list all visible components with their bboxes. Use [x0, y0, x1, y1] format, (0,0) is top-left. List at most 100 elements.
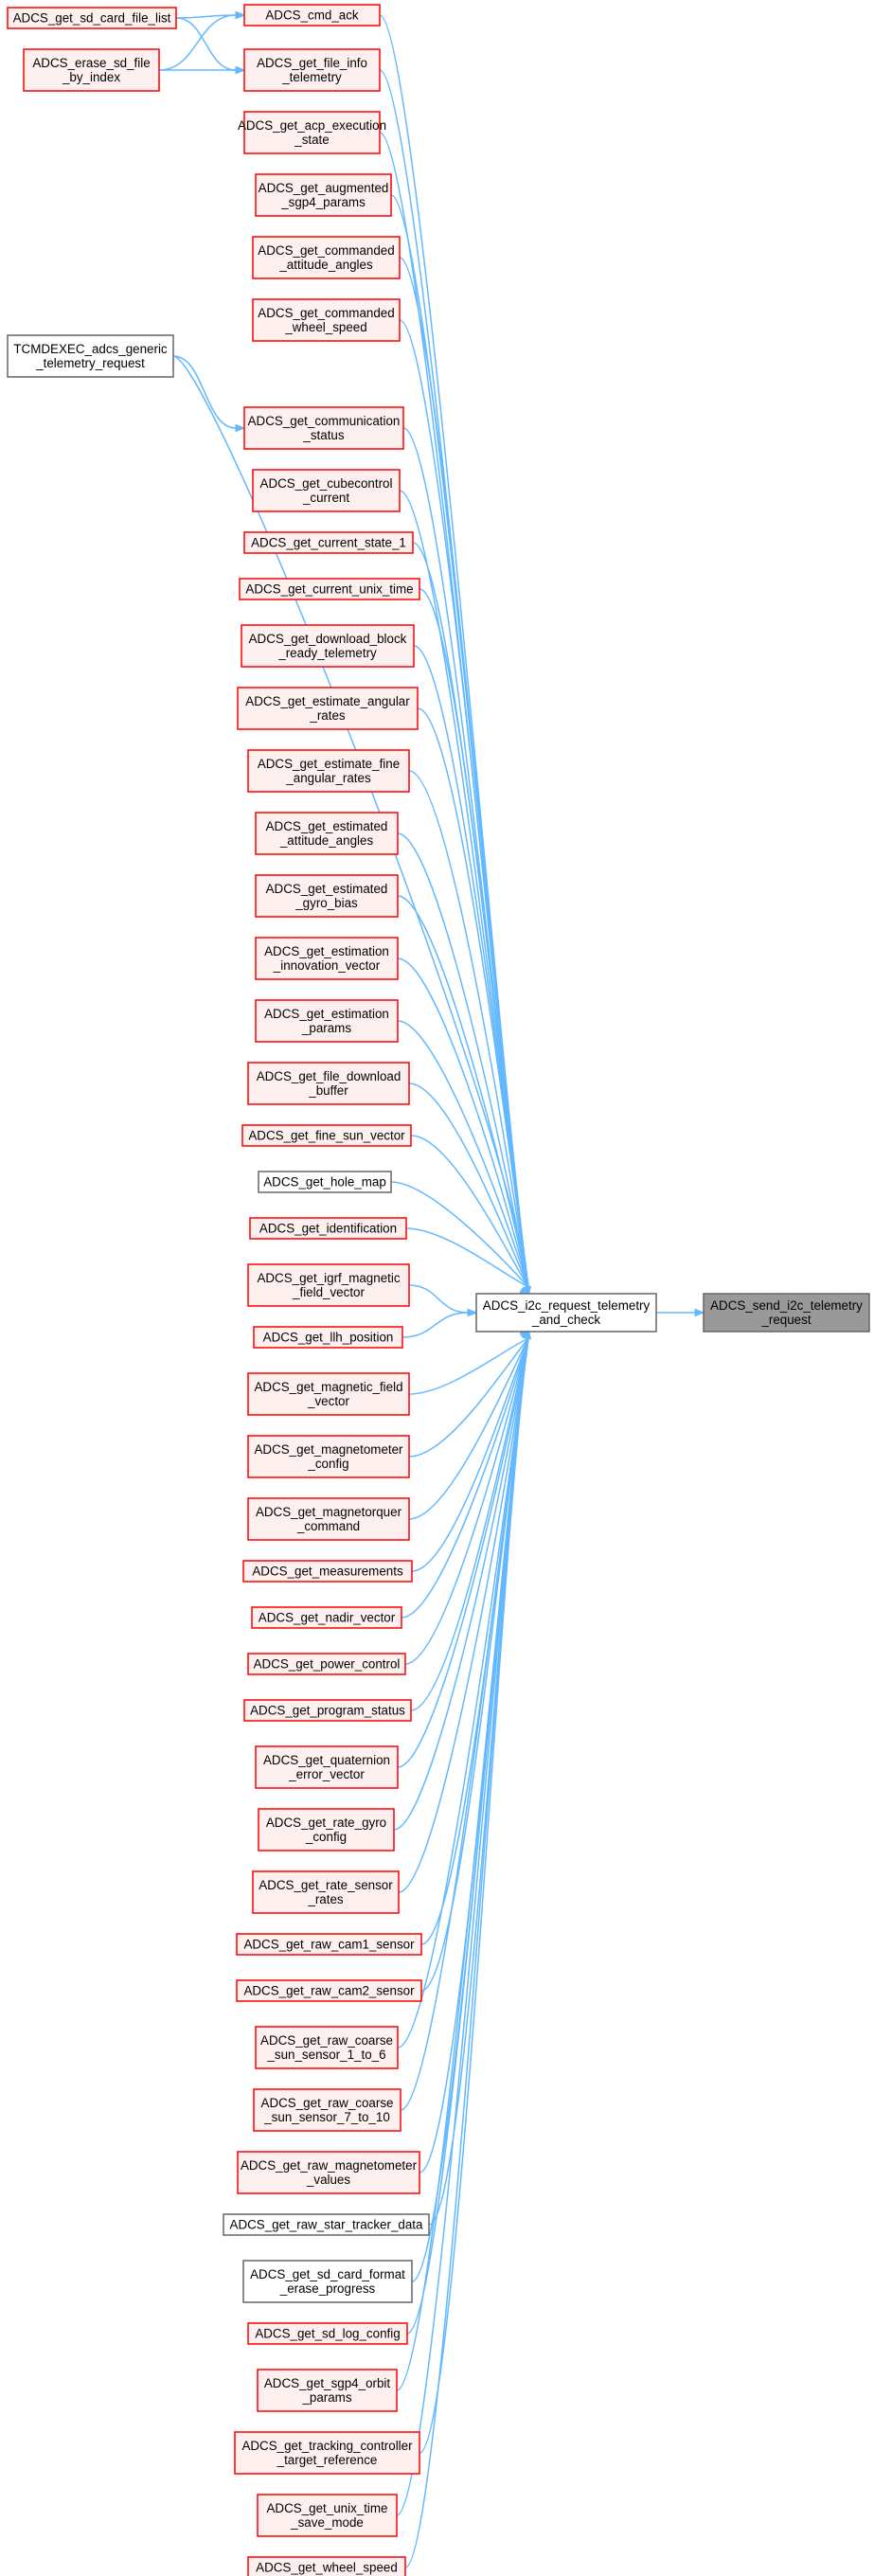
- node-augmented-sgp4[interactable]: ADCS_get_augmented_sgp4_params: [255, 173, 392, 217]
- node-identification[interactable]: ADCS_get_identification: [249, 1217, 407, 1240]
- node-nadir-vector[interactable]: ADCS_get_nadir_vector: [251, 1606, 402, 1629]
- node-raw-coarse-1-6[interactable]: ADCS_get_raw_coarse_sun_sensor_1_to_6: [255, 2026, 399, 2069]
- node-estimated-attitude[interactable]: ADCS_get_estimated_attitude_angles: [255, 812, 399, 855]
- node-label: ADCS_get_file_info: [257, 56, 367, 70]
- node-communication-status[interactable]: ADCS_get_communication_status: [243, 406, 404, 450]
- node-estimated-gyro[interactable]: ADCS_get_estimated_gyro_bias: [255, 874, 399, 918]
- node-acp-execution[interactable]: ADCS_get_acp_execution_state: [238, 111, 386, 154]
- node-unix-time-save[interactable]: ADCS_get_unix_time_save_mode: [257, 2494, 398, 2537]
- edge-erase-sd-file-to-cmd-ack: [158, 14, 237, 71]
- node-wheel-speed[interactable]: ADCS_get_wheel_speed: [247, 2556, 406, 2576]
- node-erase-sd-file[interactable]: ADCS_erase_sd_file_by_index: [23, 48, 160, 92]
- node-file-info[interactable]: ADCS_get_file_info_telemetry: [243, 48, 381, 92]
- node-tcmdexec[interactable]: TCMDEXEC_adcs_generic_telemetry_request: [7, 334, 174, 378]
- node-box: [7, 334, 174, 378]
- node-box: [703, 1293, 870, 1333]
- node-label: ADCS_get_raw_cam2_sensor: [243, 1984, 415, 1998]
- edge-estimated-attitude-to-i2c-request: [397, 832, 529, 1288]
- edge-rate-sensor-to-i2c-request: [398, 1337, 529, 1893]
- node-label: ADCS_get_raw_coarse: [260, 2033, 393, 2048]
- node-label: ADCS_get_sgp4_orbit: [264, 2376, 391, 2390]
- node-raw-cam2[interactable]: ADCS_get_raw_cam2_sensor: [236, 1979, 422, 2002]
- edge-raw-coarse-7-10-to-i2c-request: [400, 1337, 529, 2111]
- node-box: [241, 624, 415, 668]
- edge-layer: [158, 10, 705, 2568]
- node-label: _command: [296, 1519, 360, 1533]
- node-current-unix-time[interactable]: ADCS_get_current_unix_time: [239, 578, 420, 600]
- node-label: ADCS_get_estimate_fine: [258, 757, 400, 771]
- arrowhead-icon: [694, 1308, 705, 1317]
- node-raw-magnetometer[interactable]: ADCS_get_raw_magnetometer_values: [237, 2151, 420, 2194]
- node-commanded-attitude[interactable]: ADCS_get_commanded_attitude_angles: [252, 236, 401, 279]
- node-label: _attitude_angles: [278, 258, 373, 272]
- node-box: [258, 1808, 395, 1852]
- node-label: _target_reference: [276, 2453, 378, 2467]
- node-power-control[interactable]: ADCS_get_power_control: [247, 1653, 406, 1675]
- node-measurements[interactable]: ADCS_get_measurements: [242, 1560, 413, 1583]
- node-label: ADCS_get_igrf_magnetic: [257, 1271, 400, 1285]
- node-fine-sun-vector[interactable]: ADCS_get_fine_sun_vector: [241, 1124, 412, 1147]
- node-program-status[interactable]: ADCS_get_program_status: [243, 1699, 412, 1722]
- edge-nadir-vector-to-i2c-request: [401, 1337, 529, 1619]
- node-box: [252, 1870, 400, 1914]
- node-magnetic-field[interactable]: ADCS_get_magnetic_field_vector: [247, 1372, 410, 1416]
- node-box: [251, 1606, 402, 1629]
- node-label: ADCS_get_augmented: [259, 181, 389, 195]
- node-raw-cam1[interactable]: ADCS_get_raw_cam1_sensor: [236, 1933, 422, 1956]
- node-label: ADCS_get_llh_position: [263, 1331, 394, 1345]
- node-raw-coarse-7-10[interactable]: ADCS_get_raw_coarse_sun_sensor_7_to_10: [253, 2088, 401, 2132]
- node-rate-sensor[interactable]: ADCS_get_rate_sensor_rates: [252, 1870, 400, 1914]
- node-box: [243, 48, 381, 92]
- node-label: _state: [294, 133, 329, 147]
- edge-llh-position-to-i2c-request: [401, 1312, 469, 1338]
- node-igrf-magnetic[interactable]: ADCS_get_igrf_magnetic_field_vector: [247, 1263, 410, 1307]
- node-hole-map[interactable]: ADCS_get_hole_map: [258, 1171, 392, 1193]
- node-box: [258, 1171, 392, 1193]
- node-quaternion-error[interactable]: ADCS_get_quaternion_error_vector: [255, 1745, 399, 1789]
- node-estimate-fine-angular[interactable]: ADCS_get_estimate_fine_angular_rates: [247, 749, 410, 793]
- node-label: ADCS_i2c_request_telemetry: [483, 1298, 651, 1313]
- node-raw-star-tracker[interactable]: ADCS_get_raw_star_tracker_data: [223, 2213, 430, 2236]
- node-i2c-request[interactable]: ADCS_i2c_request_telemetry_and_check: [475, 1293, 657, 1333]
- node-label: _values: [306, 2173, 350, 2187]
- node-label: ADCS_get_acp_execution: [238, 118, 386, 133]
- node-magnetorquer-command[interactable]: ADCS_get_magnetorquer_command: [247, 1497, 410, 1541]
- node-estimate-angular[interactable]: ADCS_get_estimate_angular_rates: [237, 687, 419, 730]
- node-download-block[interactable]: ADCS_get_download_block_ready_telemetry: [241, 624, 415, 668]
- node-cmd-ack[interactable]: ADCS_cmd_ack: [243, 4, 381, 27]
- arrowhead-icon: [235, 423, 246, 433]
- node-box: [247, 2322, 408, 2345]
- node-box: [257, 2494, 398, 2537]
- node-sd-card-format[interactable]: ADCS_get_sd_card_format_erase_progress: [242, 2260, 413, 2303]
- node-label: ADCS_get_cubecontrol: [260, 476, 393, 491]
- edge-measurements-to-i2c-request: [411, 1337, 529, 1572]
- node-estimation-params[interactable]: ADCS_get_estimation_params: [255, 999, 399, 1043]
- node-box: [247, 749, 410, 793]
- node-cubecontrol-current[interactable]: ADCS_get_cubecontrol_current: [252, 469, 401, 512]
- node-commanded-wheel[interactable]: ADCS_get_commanded_wheel_speed: [252, 298, 401, 342]
- node-sd-log-config[interactable]: ADCS_get_sd_log_config: [247, 2322, 408, 2345]
- node-box: [255, 999, 399, 1043]
- node-box: [249, 1217, 407, 1240]
- node-label: ADCS_get_sd_log_config: [255, 2327, 400, 2341]
- node-sgp4-orbit[interactable]: ADCS_get_sgp4_orbit_params: [257, 2369, 398, 2412]
- node-label: ADCS_get_hole_map: [263, 1175, 386, 1190]
- node-label: ADCS_get_raw_magnetometer: [241, 2158, 418, 2173]
- node-magnetometer-config[interactable]: ADCS_get_magnetometer_config: [247, 1435, 410, 1478]
- node-file-download-buffer[interactable]: ADCS_get_file_download_buffer: [247, 1062, 410, 1105]
- node-sd-card-file-list[interactable]: ADCS_get_sd_card_file_list: [7, 7, 177, 29]
- node-label: ADCS_get_program_status: [250, 1704, 405, 1718]
- node-tracking-controller[interactable]: ADCS_get_tracking_controller_target_refe…: [234, 2431, 420, 2475]
- node-box: [239, 578, 420, 600]
- edge-rate-gyro-to-i2c-request: [393, 1337, 529, 1831]
- node-label: ADCS_send_i2c_telemetry: [710, 1298, 863, 1313]
- edge-fine-sun-vector-to-i2c-request: [410, 1135, 529, 1288]
- node-rate-gyro[interactable]: ADCS_get_rate_gyro_config: [258, 1808, 395, 1852]
- node-label: ADCS_get_power_control: [254, 1657, 401, 1672]
- node-current-state-1[interactable]: ADCS_get_current_state_1: [243, 531, 414, 554]
- node-label: _sun_sensor_1_to_6: [266, 2048, 385, 2062]
- node-estimation-innovation[interactable]: ADCS_get_estimation_innovation_vector: [255, 937, 399, 980]
- edge-estimation-params-to-i2c-request: [397, 1020, 529, 1288]
- node-llh-position[interactable]: ADCS_get_llh_position: [253, 1326, 403, 1349]
- node-label: _current: [302, 491, 349, 505]
